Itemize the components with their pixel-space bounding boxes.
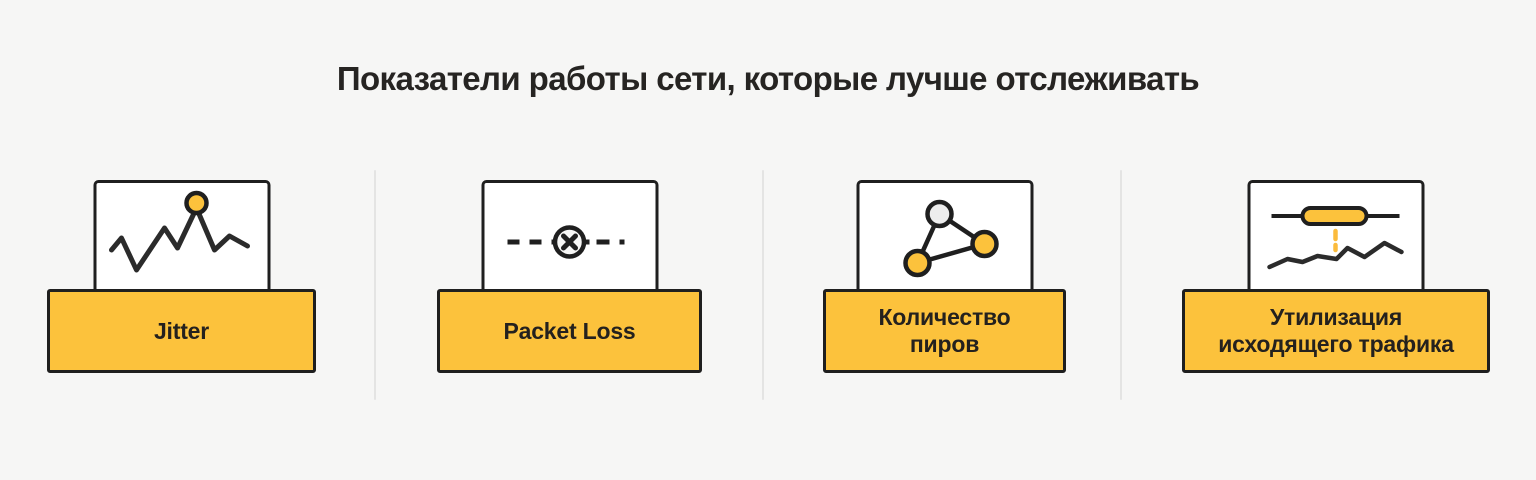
card-label: Packet Loss [437, 289, 702, 373]
card-peer-count: Количество пиров [823, 180, 1066, 373]
card-label-line: пиров [909, 331, 980, 357]
card-label-line: Jitter [153, 317, 210, 344]
icon-box [93, 180, 270, 306]
vertical-divider [374, 170, 376, 400]
icon-box [1247, 180, 1425, 306]
card-label-line: Packet Loss [503, 317, 636, 344]
card-jitter: Jitter [47, 180, 316, 373]
card-packet-loss: Packet Loss [437, 180, 702, 373]
vertical-divider [762, 170, 764, 400]
page-title: Показатели работы сети, которые лучше от… [336, 60, 1200, 97]
traffic-utilization-icon [1267, 206, 1404, 270]
card-label: Утилизация исходящего трафика [1182, 289, 1490, 373]
card-outgoing-traffic-utilization: Утилизация исходящего трафика [1182, 180, 1490, 373]
card-label-line: Количество [878, 304, 1011, 330]
packet-loss-icon [507, 225, 631, 259]
icon-box [856, 180, 1033, 306]
card-label: Количество пиров [823, 289, 1066, 373]
card-label: Jitter [47, 289, 316, 373]
icon-box [481, 180, 658, 306]
card-label-line: исходящего трафика [1218, 331, 1454, 357]
jitter-line-chart-icon [108, 190, 250, 273]
peers-network-icon [902, 199, 999, 278]
vertical-divider [1120, 170, 1122, 400]
card-label-line: Утилизация [1269, 304, 1403, 330]
